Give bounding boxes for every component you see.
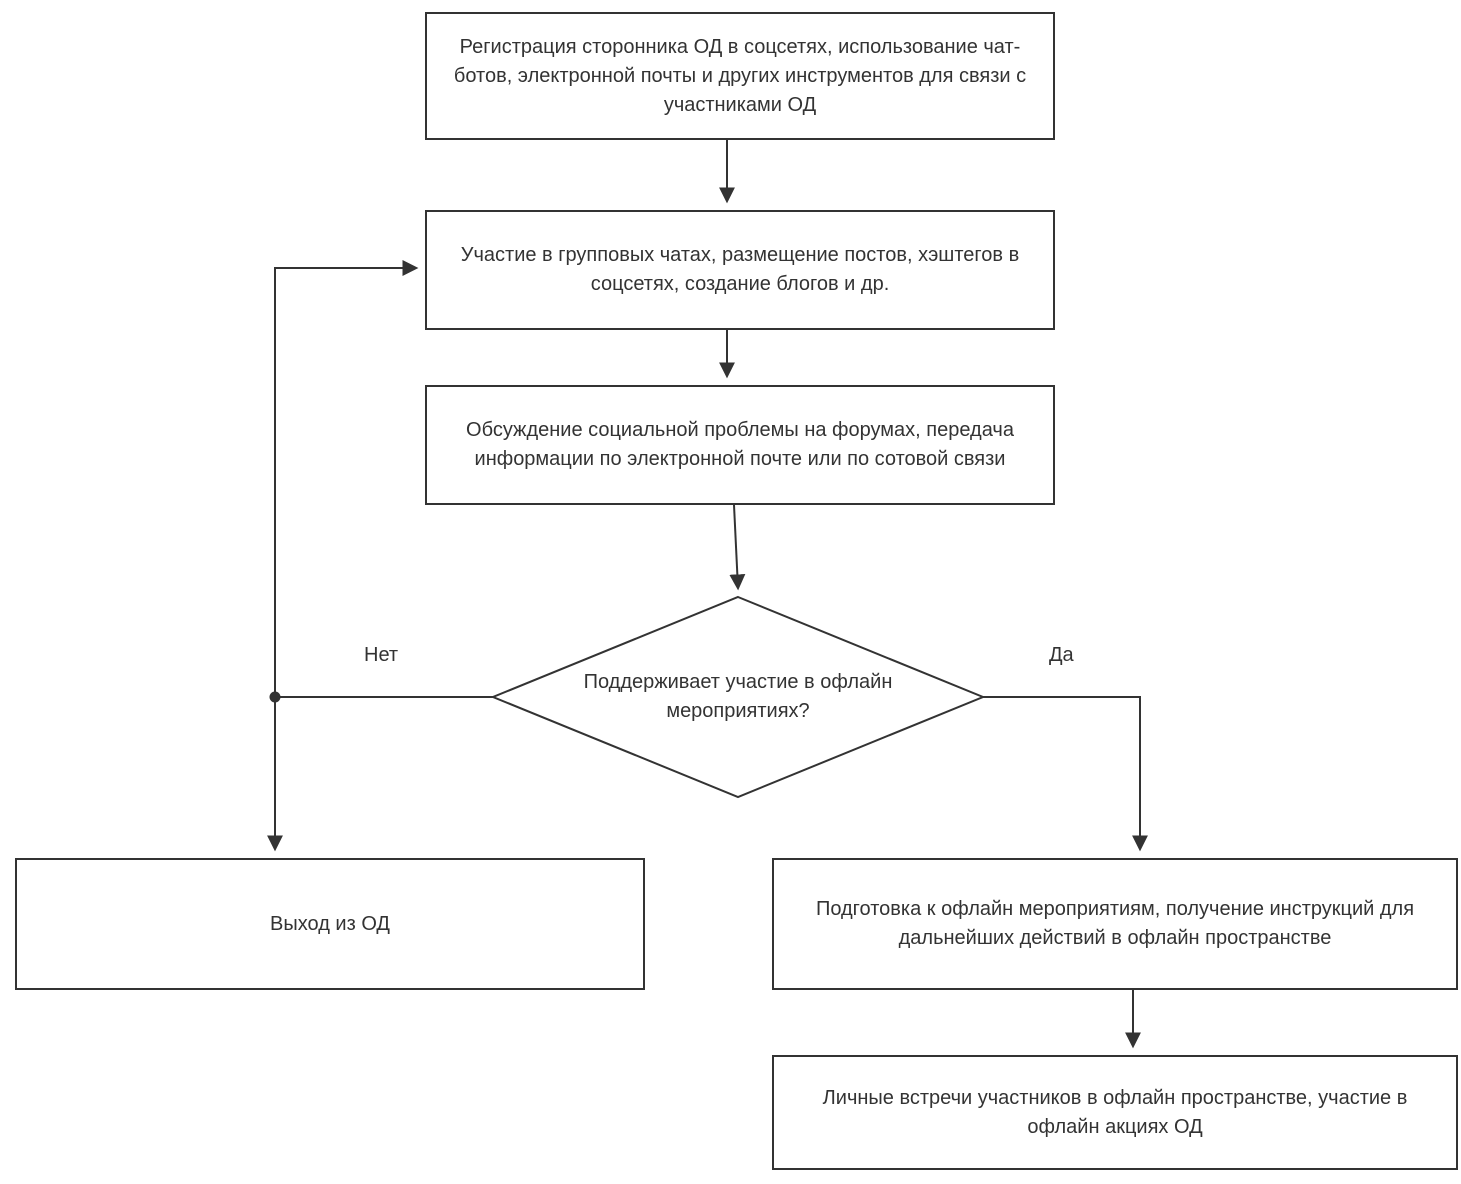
node-exit-label: Выход из ОД [270,912,390,935]
node-decision: Поддерживает участие в офлайн мероприяти… [563,655,913,739]
node-start: Регистрация сторонника ОД в соцсетях, ис… [425,12,1055,140]
edge-label-no: Нет [360,644,403,667]
edge-discussion-to-decision [729,504,746,591]
edge-label-yes: Да [1045,644,1078,667]
edge-junction-dot [269,691,281,703]
node-meetings: Личные встречи участников в офлайн прост… [772,1055,1458,1170]
node-discussion-label: Обсуждение социальной проблемы на форума… [466,419,1014,470]
node-prepare: Подготовка к офлайн мероприятиям, получе… [772,858,1458,990]
node-start-label: Регистрация сторонника ОД в соцсетях, ис… [453,35,1027,116]
node-chats: Участие в групповых чатах, размещение по… [425,210,1055,330]
node-prepare-label: Подготовка к офлайн мероприятиям, получе… [815,898,1415,949]
edge-decision-yes [983,696,1148,852]
node-decision-label: Поддерживает участие в офлайн мероприяти… [583,671,893,722]
node-chats-label: Участие в групповых чатах, размещение по… [460,244,1020,295]
node-meetings-label: Личные встречи участников в офлайн прост… [822,1086,1408,1138]
node-exit: Выход из ОД [15,858,645,990]
edge-no-loop-to-chats [274,260,419,697]
node-discussion: Обсуждение социальной проблемы на форума… [425,385,1055,505]
